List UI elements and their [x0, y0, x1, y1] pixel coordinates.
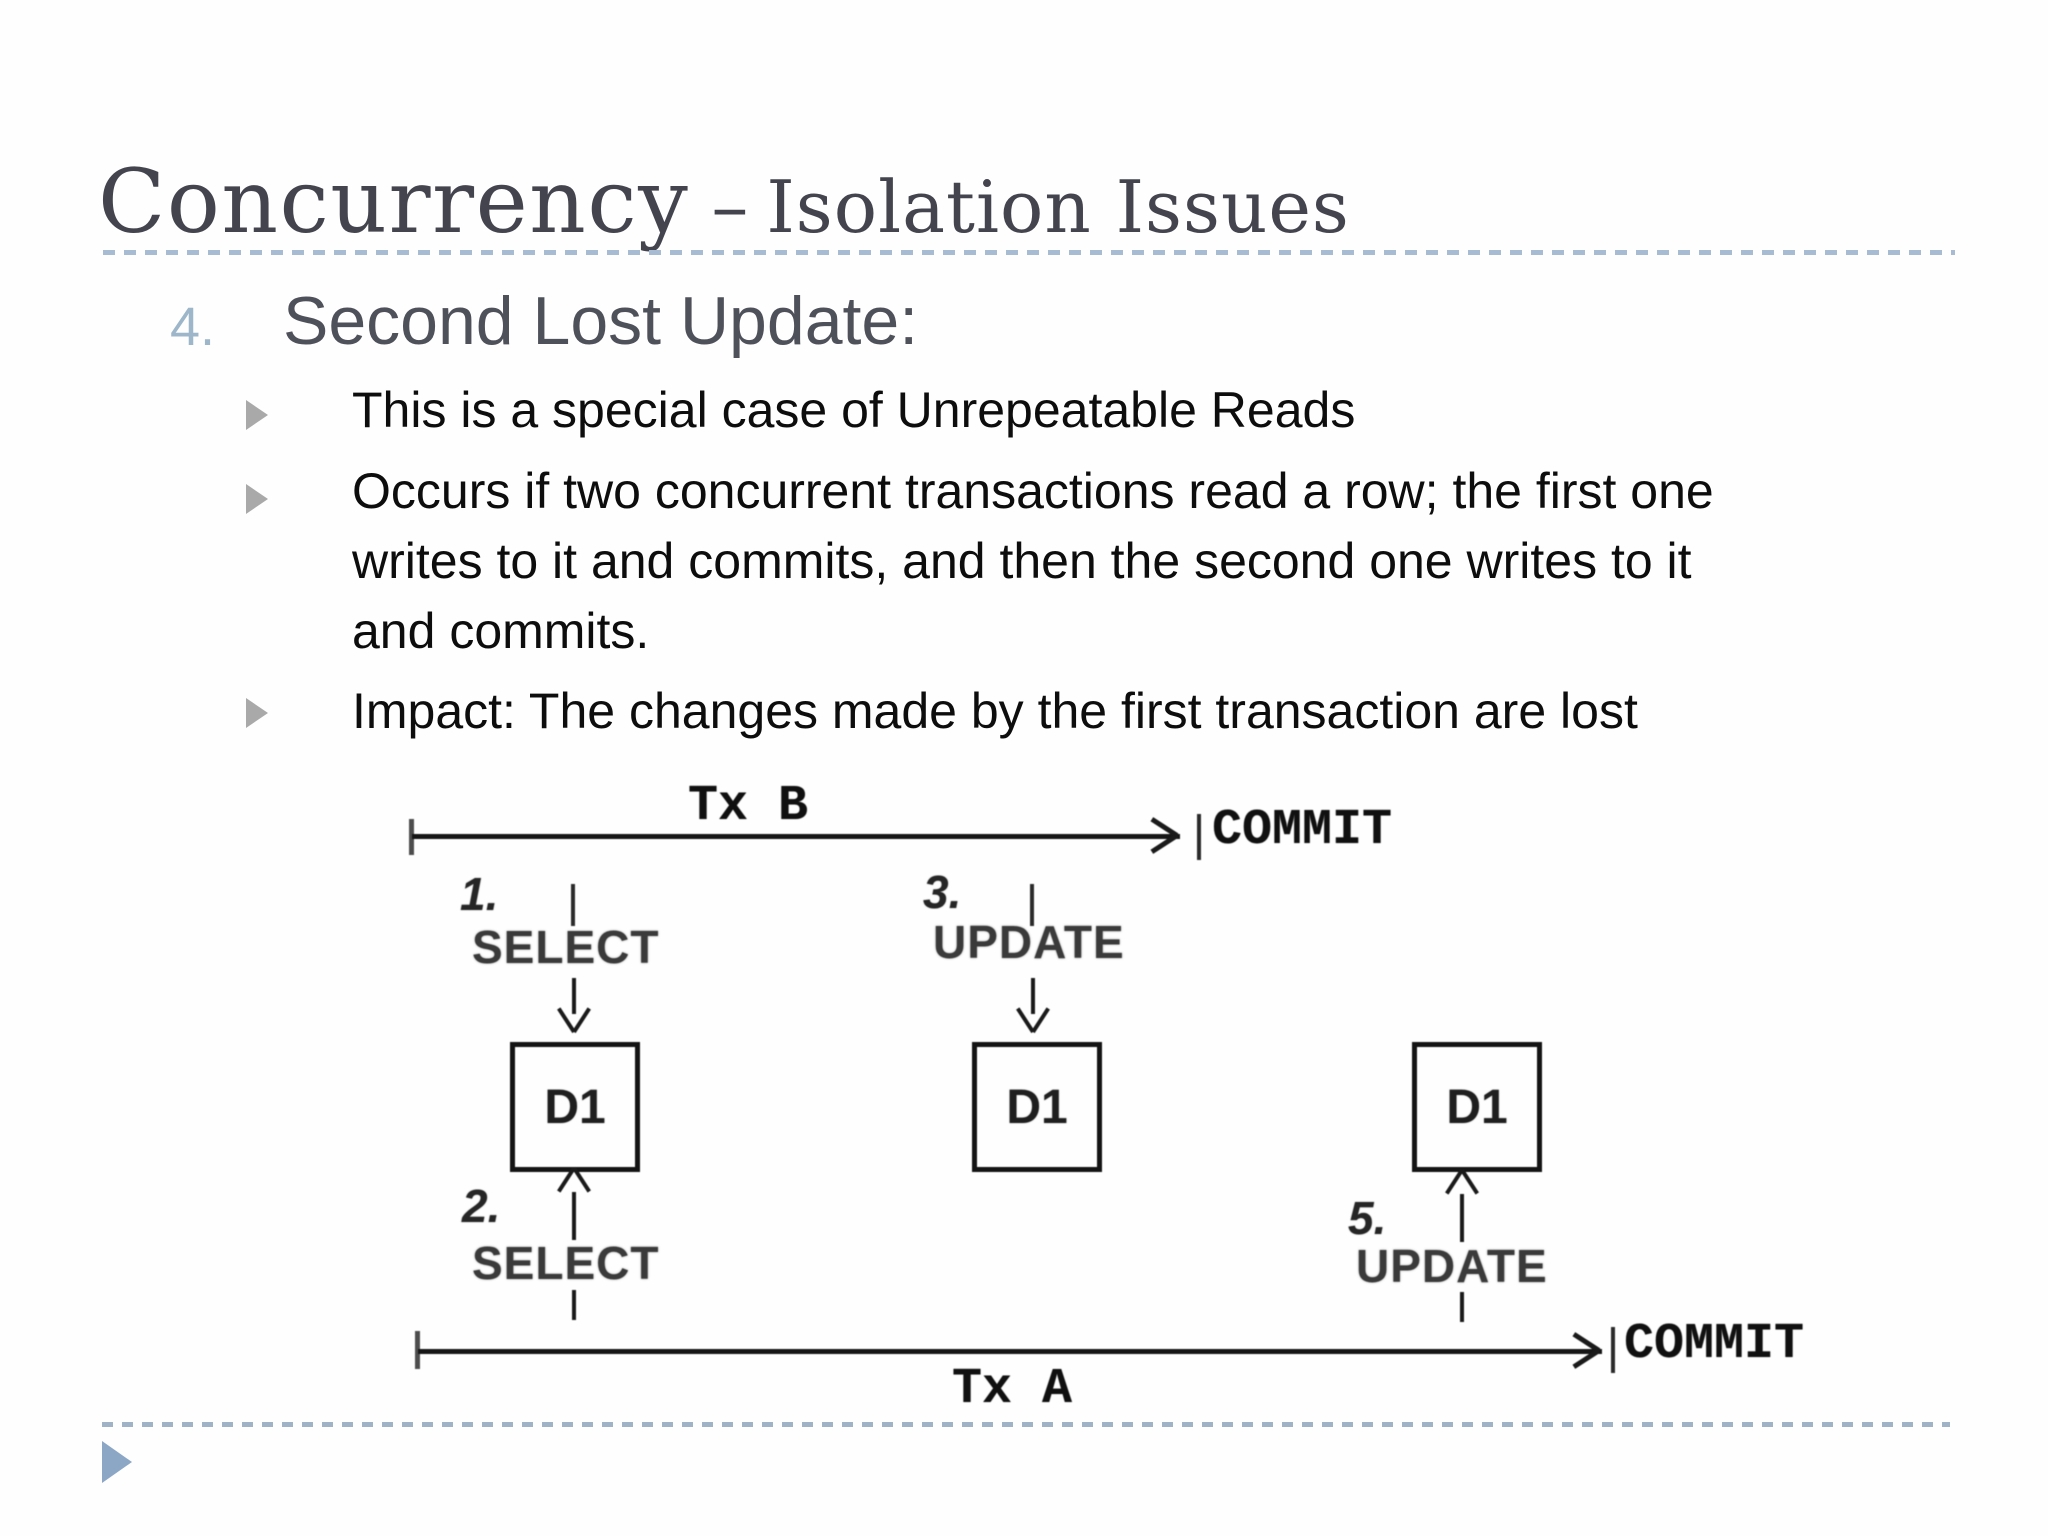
step-2-number: 2. [462, 1180, 501, 1232]
title-subtitle: Isolation Issues [766, 165, 1350, 249]
bullet-line: and commits. [352, 603, 650, 659]
right-arrow-icon [1571, 1335, 1597, 1367]
step-3-operation: UPDATE [933, 916, 1125, 968]
footer-divider-dashed-line [102, 1422, 1950, 1427]
title-main: Concurrency [98, 150, 690, 253]
page-title: Concurrency – Isolation Issues [98, 158, 1350, 246]
step-3-number: 3. [923, 866, 962, 918]
title-divider-dashed-line [103, 250, 1955, 255]
bullet-text: Impact: The changes made by the first tr… [352, 683, 1638, 739]
tx-b-commit-label: COMMIT [1212, 802, 1393, 859]
tx-a-start-tick [415, 1331, 420, 1369]
bullet-line: writes to it and commits, and then the s… [352, 533, 1692, 589]
list-number: 4. [170, 297, 216, 357]
step-5-arrow-shaft [1460, 1194, 1464, 1242]
tx-b-timeline [412, 834, 1180, 839]
down-arrow-icon [1017, 1004, 1049, 1030]
data-box-label: D1 [544, 1080, 606, 1134]
step-5-arrow-dash [1460, 1292, 1464, 1322]
bullet-text: This is a special case of Unrepeatable R… [352, 382, 1356, 438]
step-1-arrow-shaft [572, 978, 576, 1014]
bullet-text: Occurs if two concurrent transactions re… [352, 456, 1714, 666]
step-5-number: 5. [1348, 1192, 1387, 1244]
slide-nav-triangle-icon [102, 1441, 132, 1483]
step-2-arrow-dash [572, 1290, 576, 1320]
data-box-label: D1 [1006, 1080, 1068, 1134]
step-2-operation: SELECT [472, 1237, 660, 1289]
tx-b-commit-tick [1197, 814, 1201, 860]
bullet-line: Occurs if two concurrent transactions re… [352, 463, 1714, 519]
section-heading: Second Lost Update: [283, 283, 919, 359]
data-box: D1 [510, 1042, 640, 1172]
step-5-operation: UPDATE [1356, 1240, 1548, 1292]
tx-a-commit-tick [1611, 1327, 1615, 1373]
data-box-label: D1 [1446, 1080, 1508, 1134]
tx-a-label: Tx A [952, 1361, 1073, 1418]
tx-b-label: Tx B [688, 778, 809, 835]
step-3-arrow-shaft [1031, 978, 1035, 1014]
bullet-triangle-icon [246, 400, 268, 430]
bullet-triangle-icon [246, 698, 268, 728]
data-box: D1 [972, 1042, 1102, 1172]
step-1-number: 1. [460, 868, 499, 920]
tx-a-timeline [418, 1349, 1602, 1354]
step-1-operation: SELECT [472, 921, 660, 973]
bullet-triangle-icon [246, 484, 268, 514]
data-box: D1 [1412, 1042, 1542, 1172]
title-separator: – [711, 164, 749, 250]
step-2-arrow-shaft [572, 1192, 576, 1240]
step-1-tick [571, 884, 575, 926]
right-arrow-icon [1149, 820, 1175, 852]
down-arrow-icon [558, 1004, 590, 1030]
step-3-tick [1030, 884, 1034, 926]
tx-a-commit-label: COMMIT [1624, 1316, 1805, 1373]
tx-b-start-tick [409, 819, 414, 855]
